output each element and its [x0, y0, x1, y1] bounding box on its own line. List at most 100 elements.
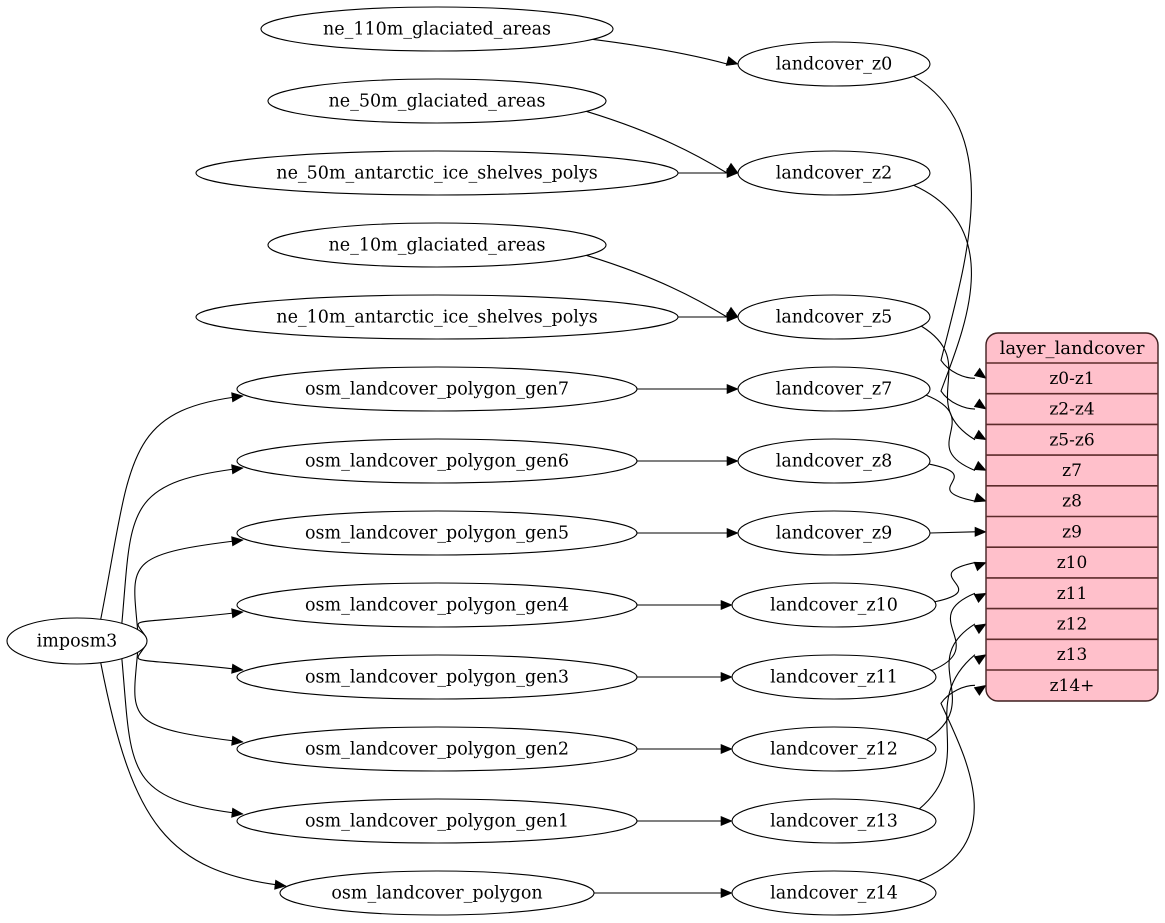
- edge-arrowhead: [726, 527, 739, 539]
- edge-arrowhead: [973, 429, 987, 441]
- node-shape: [6, 617, 148, 665]
- edge-arrowhead: [726, 455, 739, 467]
- node-shape: [731, 726, 937, 772]
- node-shape: [279, 870, 595, 916]
- edge-arrowhead: [720, 599, 733, 611]
- node-landcover_z12[interactable]: landcover_z12: [731, 726, 937, 772]
- node-shape: [236, 438, 638, 484]
- node-landcover_z8[interactable]: landcover_z8: [737, 438, 931, 484]
- table-row-z9[interactable]: z9: [1062, 522, 1082, 542]
- edge-arrowhead: [274, 879, 287, 890]
- edge-landcover_z5-to-table-row-2: [921, 325, 976, 441]
- node-shape: [267, 78, 607, 124]
- node-shape: [737, 41, 931, 87]
- node-shape: [737, 294, 931, 340]
- table-row-z13[interactable]: z13: [1057, 645, 1088, 665]
- edge-arrowhead: [726, 311, 739, 323]
- edge-landcover_z10-to-table-row-6: [934, 562, 976, 603]
- edge-arrowhead: [231, 608, 244, 619]
- edge-arrowhead: [973, 623, 987, 635]
- edge-landcover_z7-to-table-row-3: [925, 394, 976, 471]
- node-shape: [731, 582, 937, 628]
- edge-arrowhead: [720, 887, 733, 899]
- edge-arrowhead: [231, 536, 244, 547]
- edge-arrowhead: [725, 56, 739, 66]
- edge-arrowhead: [973, 592, 987, 604]
- layer-landcover-table[interactable]: layer_landcover z0-z1 z2-z4 z5-z6 z7 z8 z9 z10 z…: [985, 332, 1159, 702]
- edge-imposm3-to-osm_landcover_polygon_gen1: [121, 658, 244, 815]
- table-row-z10[interactable]: z10: [1057, 553, 1088, 573]
- node-shape: [236, 726, 638, 772]
- edges-layer: [100, 38, 987, 899]
- node-osm_landcover_polygon_gen1[interactable]: osm_landcover_polygon_gen1: [236, 798, 638, 844]
- edge-imposm3-to-osm_landcover_polygon_gen4: [137, 611, 244, 638]
- table-row-z14-[interactable]: z14+: [1050, 676, 1095, 696]
- edge-imposm3-to-osm_landcover_polygon: [100, 662, 287, 887]
- node-ne_50m_glaciated_areas[interactable]: ne_50m_glaciated_areas: [267, 78, 607, 124]
- node-osm_landcover_polygon_gen3[interactable]: osm_landcover_polygon_gen3: [236, 654, 638, 700]
- edge-arrowhead: [974, 526, 987, 537]
- node-ne_10m_antarctic_ice_shelves_polys[interactable]: ne_10m_antarctic_ice_shelves_polys: [195, 294, 679, 340]
- nodes-layer: ne_110m_glaciated_areas ne_50m_glaciated_…: [6, 6, 937, 916]
- edge-arrowhead: [973, 654, 987, 665]
- node-shape: [236, 798, 638, 844]
- node-shape: [731, 654, 937, 700]
- node-landcover_z0[interactable]: landcover_z0: [737, 41, 931, 87]
- node-shape: [236, 654, 638, 700]
- table-row-z7[interactable]: z7: [1062, 461, 1082, 481]
- node-osm_landcover_polygon_gen6[interactable]: osm_landcover_polygon_gen6: [236, 438, 638, 484]
- edge-landcover_z8-to-table-row-4: [928, 463, 976, 502]
- edge-arrowhead: [973, 398, 987, 410]
- edge-landcover_z11-to-table-row-7: [931, 592, 976, 672]
- node-osm_landcover_polygon_gen2[interactable]: osm_landcover_polygon_gen2: [236, 726, 638, 772]
- node-landcover_z14[interactable]: landcover_z14: [731, 870, 937, 916]
- node-ne_10m_glaciated_areas[interactable]: ne_10m_glaciated_areas: [267, 222, 607, 268]
- node-landcover_z2[interactable]: landcover_z2: [737, 150, 931, 196]
- table-row-z12[interactable]: z12: [1057, 614, 1088, 634]
- edge-landcover_z9-to-table-row-5: [929, 531, 976, 534]
- edge-arrowhead: [231, 807, 244, 818]
- node-shape: [731, 798, 937, 844]
- node-osm_landcover_polygon[interactable]: osm_landcover_polygon: [279, 870, 595, 916]
- edge-landcover_z13-to-table-row-9: [918, 654, 976, 810]
- edge-landcover_z0-to-table-row-0: [913, 75, 976, 379]
- edge-arrowhead: [720, 815, 733, 827]
- table-row-z0-z1[interactable]: z0-z1: [1049, 369, 1094, 389]
- table-title: layer_landcover: [1000, 338, 1145, 359]
- edge-arrowhead: [720, 671, 733, 683]
- table-row-z11[interactable]: z11: [1057, 584, 1088, 604]
- edge-ne_10m_glaciated_areas-to-landcover_z5: [586, 254, 728, 318]
- node-shape: [195, 150, 679, 196]
- node-osm_landcover_polygon_gen4[interactable]: osm_landcover_polygon_gen4: [236, 582, 638, 628]
- edge-arrowhead: [726, 167, 739, 179]
- node-ne_50m_antarctic_ice_shelves_polys[interactable]: ne_50m_antarctic_ice_shelves_polys: [195, 150, 679, 196]
- edge-arrowhead: [973, 561, 987, 572]
- node-landcover_z7[interactable]: landcover_z7: [737, 366, 931, 412]
- table-row-z5-z6[interactable]: z5-z6: [1049, 430, 1094, 450]
- node-shape: [260, 6, 614, 52]
- edge-imposm3-to-osm_landcover_polygon_gen7: [100, 395, 244, 620]
- edge-landcover_z12-to-table-row-8: [926, 623, 976, 741]
- node-landcover_z11[interactable]: landcover_z11: [731, 654, 937, 700]
- node-landcover_z13[interactable]: landcover_z13: [731, 798, 937, 844]
- node-landcover_z5[interactable]: landcover_z5: [737, 294, 931, 340]
- node-landcover_z10[interactable]: landcover_z10: [731, 582, 937, 628]
- edge-arrowhead: [231, 735, 244, 746]
- edge-arrowhead: [231, 392, 244, 403]
- node-shape: [737, 366, 931, 412]
- table-row-z2-z4[interactable]: z2-z4: [1049, 400, 1094, 420]
- node-ne_110m_glaciated_areas[interactable]: ne_110m_glaciated_areas: [260, 6, 614, 52]
- edge-arrowhead: [720, 743, 733, 755]
- node-imposm3[interactable]: imposm3: [6, 617, 148, 665]
- node-osm_landcover_polygon_gen5[interactable]: osm_landcover_polygon_gen5: [236, 510, 638, 556]
- edge-landcover_z2-to-table-row-1: [913, 184, 976, 410]
- edge-landcover_z14-to-table-row-10: [918, 684, 976, 882]
- node-shape: [236, 366, 638, 412]
- node-landcover_z9[interactable]: landcover_z9: [737, 510, 931, 556]
- node-osm_landcover_polygon_gen7[interactable]: osm_landcover_polygon_gen7: [236, 366, 638, 412]
- node-shape: [731, 870, 937, 916]
- edge-arrowhead: [231, 663, 244, 674]
- edge-arrowhead: [973, 492, 987, 503]
- table-row-z8[interactable]: z8: [1062, 492, 1082, 512]
